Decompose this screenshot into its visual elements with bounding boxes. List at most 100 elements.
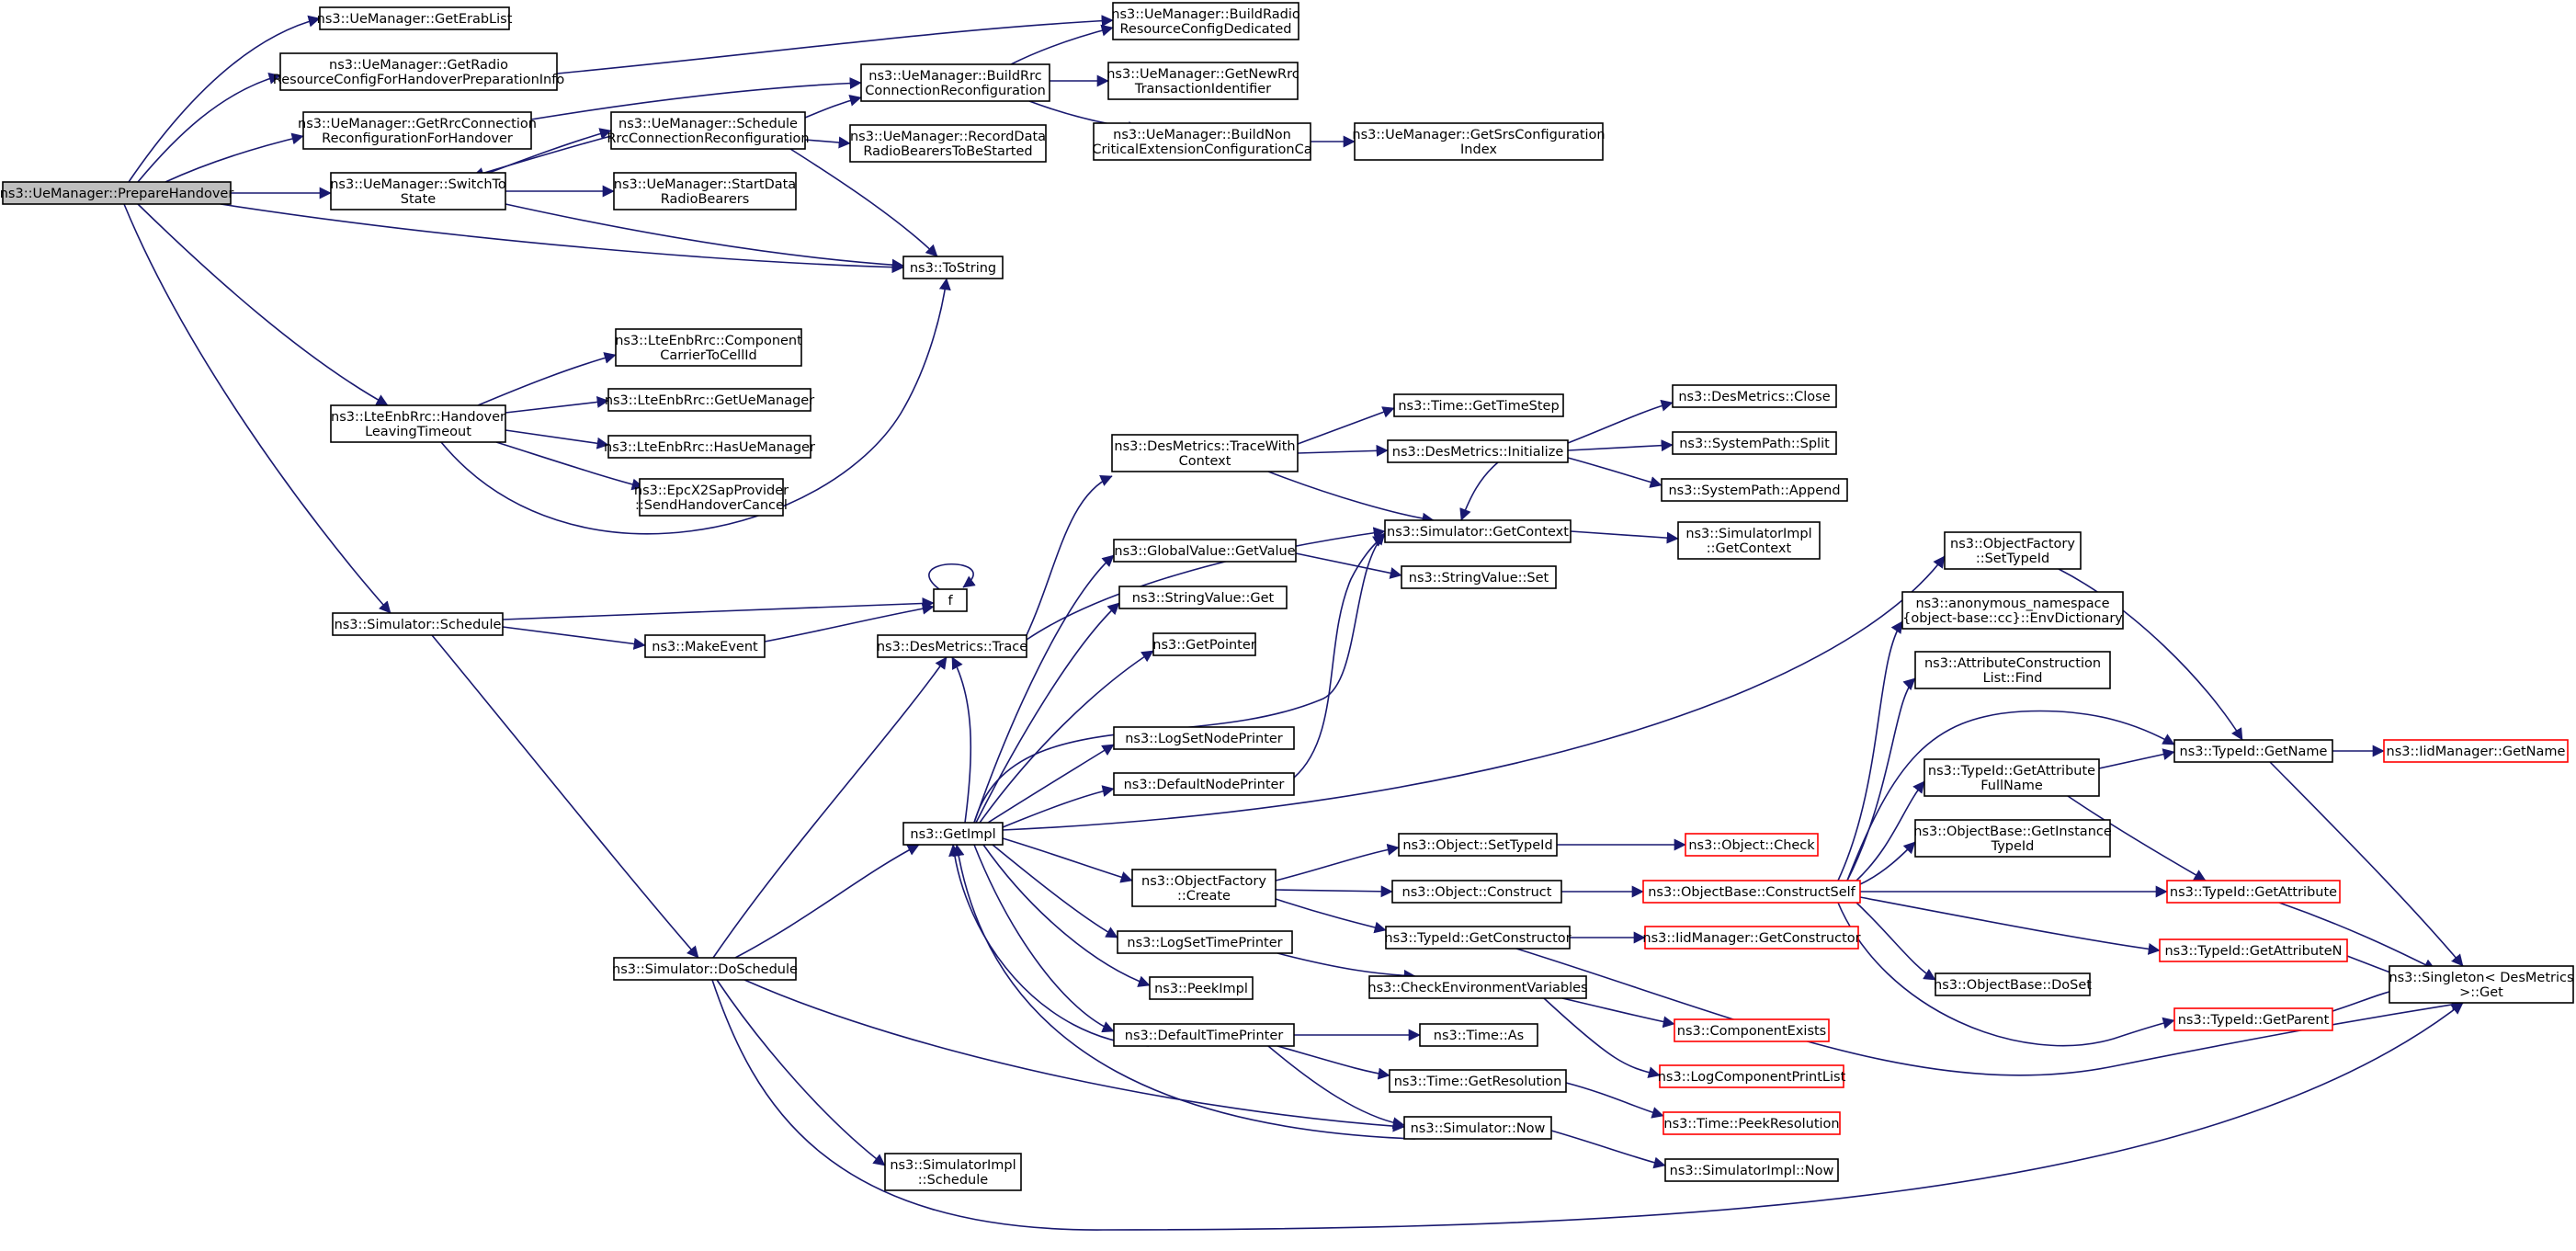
node-simulatorimpl-schedule[interactable]: ns3::SimulatorImpl::Schedule bbox=[884, 1153, 1022, 1191]
node-singleton-get[interactable]: ns3::Singleton< DesMetrics >::Get bbox=[2389, 965, 2574, 1004]
node-simulatorimpl-now[interactable]: ns3::SimulatorImpl::Now bbox=[1664, 1158, 1839, 1182]
edge-line bbox=[952, 844, 1416, 1140]
node-label-line: ns3::TypeId::GetParent bbox=[2178, 1013, 2330, 1028]
edge-line bbox=[137, 203, 389, 406]
node-object-construct[interactable]: ns3::Object::Construct bbox=[1391, 880, 1562, 904]
node-globalvalue-getvalue[interactable]: ns3::GlobalValue::GetValue bbox=[1113, 539, 1297, 563]
edge-line bbox=[505, 429, 609, 449]
node-label-line: ns3::UeManager::Schedule bbox=[618, 117, 798, 131]
node-time-get-timestep[interactable]: ns3::Time::GetTimeStep bbox=[1393, 393, 1564, 417]
node-systempath-append[interactable]: ns3::SystemPath::Append bbox=[1661, 478, 1848, 502]
node-box bbox=[1644, 926, 1859, 950]
node-desmetrics-trace[interactable]: ns3::DesMetrics::Trace bbox=[877, 634, 1027, 658]
node-simulator-now[interactable]: ns3::Simulator::Now bbox=[1403, 1116, 1552, 1140]
node-log-set-node-printer[interactable]: ns3::LogSetNodePrinter bbox=[1113, 726, 1295, 750]
node-typeid-getattributen[interactable]: ns3::TypeId::GetAttributeN bbox=[2159, 938, 2348, 962]
edge-get_impl-to-get_pointer bbox=[979, 650, 1154, 824]
node-desmetrics-close[interactable]: ns3::DesMetrics::Close bbox=[1672, 384, 1837, 408]
node-typeid-getconstructor[interactable]: ns3::TypeId::GetConstructor bbox=[1384, 926, 1572, 950]
node-get-radio-resource-config[interactable]: ns3::UeManager::GetRadioResourceConfigFo… bbox=[273, 52, 565, 91]
node-component-exists[interactable]: ns3::ComponentExists bbox=[1674, 1018, 1830, 1042]
node-box bbox=[1149, 976, 1254, 1000]
node-stringvalue-set[interactable]: ns3::StringValue::Set bbox=[1401, 565, 1557, 589]
node-send-handover-cancel[interactable]: ns3::EpcX2SapProvider::SendHandoverCance… bbox=[634, 478, 789, 517]
edge-get_impl-to-default_node_printer bbox=[1002, 785, 1115, 828]
node-objectfactory-settypeid[interactable]: ns3::ObjectFactory::SetTypeId bbox=[1944, 531, 2082, 570]
edge-line bbox=[1002, 785, 1115, 828]
edge-objectbase_constructself-to-env_dictionary bbox=[1837, 620, 1903, 881]
node-get-rrc-connection-reconf[interactable]: ns3::UeManager::GetRrcConnectionReconfig… bbox=[298, 111, 537, 150]
node-object-check[interactable]: ns3::Object::Check bbox=[1685, 833, 1819, 857]
node-box bbox=[279, 52, 558, 91]
node-get-impl[interactable]: ns3::GetImpl bbox=[902, 822, 1004, 846]
node-label-line: ns3::UeManager::PrepareHandover bbox=[0, 187, 233, 201]
node-default-time-printer[interactable]: ns3::DefaultTimePrinter bbox=[1113, 1023, 1295, 1047]
node-label-line: ResourceConfigForHandoverPreparationInfo bbox=[273, 73, 565, 87]
node-typeid-getname[interactable]: ns3::TypeId::GetName bbox=[2173, 739, 2333, 763]
node-objectbase-constructself[interactable]: ns3::ObjectBase::ConstructSelf bbox=[1642, 880, 1861, 904]
edge-prepare_handover-to-handover_leaving_timeout bbox=[137, 203, 389, 406]
node-iidmanager-getname[interactable]: ns3::IidManager::GetName bbox=[2383, 739, 2569, 763]
node-record-data-radio-bearers[interactable]: ns3::UeManager::RecordDataRadioBearersTo… bbox=[849, 124, 1047, 163]
node-get-pointer[interactable]: ns3::GetPointer bbox=[1152, 632, 1256, 656]
node-box bbox=[1685, 833, 1819, 857]
node-time-as[interactable]: ns3::Time::As bbox=[1419, 1023, 1538, 1047]
node-label-line: ns3::ComponentExists bbox=[1677, 1024, 1827, 1039]
node-objectfactory-create[interactable]: ns3::ObjectFactory::Create bbox=[1131, 869, 1277, 907]
node-object-settypeid[interactable]: ns3::Object::SetTypeId bbox=[1398, 833, 1558, 857]
node-simulator-getcontext[interactable]: ns3::Simulator::GetContext bbox=[1384, 519, 1572, 543]
node-label-line: ns3::UeManager::BuildNon bbox=[1113, 128, 1291, 142]
node-get-new-rrc-transaction[interactable]: ns3::UeManager::GetNewRrcTransactionIden… bbox=[1106, 62, 1299, 100]
node-build-rrc-reconf[interactable]: ns3::UeManager::BuildRrcConnectionReconf… bbox=[860, 63, 1050, 102]
edge-line bbox=[495, 441, 644, 491]
node-make-event[interactable]: ns3::MakeEvent bbox=[644, 634, 766, 658]
node-get-erab-list[interactable]: ns3::UeManager::GetErabList bbox=[317, 6, 513, 30]
node-prepare-handover[interactable]: ns3::UeManager::PrepareHandover bbox=[0, 181, 233, 205]
node-objectbase-doset[interactable]: ns3::ObjectBase::DoSet bbox=[1934, 972, 2092, 996]
node-systempath-split[interactable]: ns3::SystemPath::Split bbox=[1672, 431, 1837, 455]
node-simulator-doschedule[interactable]: ns3::Simulator::DoSchedule bbox=[612, 957, 798, 981]
node-log-component-print-list[interactable]: ns3::LogComponentPrintList bbox=[1658, 1064, 1846, 1088]
node-typeid-getattribute[interactable]: ns3::TypeId::GetAttribute bbox=[2166, 880, 2341, 904]
edge-make_event-to-f bbox=[764, 602, 935, 643]
node-check-env-vars[interactable]: ns3::CheckEnvironmentVariables bbox=[1367, 975, 1588, 999]
node-iidmanager-getconstructor[interactable]: ns3::IidManager::GetConstructor bbox=[1642, 926, 1861, 950]
node-build-non-critical-ext[interactable]: ns3::UeManager::BuildNonCriticalExtensio… bbox=[1092, 122, 1312, 161]
node-stringvalue-get[interactable]: ns3::StringValue::Get bbox=[1118, 586, 1288, 609]
node-env-dictionary[interactable]: ns3::anonymous_namespace{object-base::cc… bbox=[1901, 591, 2124, 630]
node-enbrrc-get-ue-manager[interactable]: ns3::LteEnbRrc::GetUeManager bbox=[605, 388, 814, 412]
node-build-radio-resource-dedicated[interactable]: ns3::UeManager::BuildRadioResourceConfig… bbox=[1111, 2, 1300, 40]
node-default-node-printer[interactable]: ns3::DefaultNodePrinter bbox=[1113, 772, 1295, 796]
edge-line bbox=[165, 132, 304, 183]
node-box bbox=[902, 822, 1004, 846]
node-time-peekresolution[interactable]: ns3::Time::PeekResolution bbox=[1662, 1111, 1841, 1135]
node-log-set-time-printer[interactable]: ns3::LogSetTimePrinter bbox=[1117, 930, 1293, 954]
node-time-getresolution[interactable]: ns3::Time::GetResolution bbox=[1389, 1069, 1567, 1093]
node-schedule-rrc-reconf[interactable]: ns3::UeManager::ScheduleRrcConnectionRec… bbox=[607, 111, 810, 150]
edge-line bbox=[440, 278, 951, 535]
node-f[interactable]: f bbox=[933, 588, 968, 612]
edge-line bbox=[488, 128, 612, 174]
node-to-string[interactable]: ns3::ToString bbox=[902, 256, 1004, 279]
node-simulator-schedule[interactable]: ns3::Simulator::Schedule bbox=[332, 612, 504, 636]
node-desmetrics-initialize[interactable]: ns3::DesMetrics::Initialize bbox=[1387, 439, 1569, 463]
node-simulatorimpl-getcontext[interactable]: ns3::SimulatorImpl::GetContext bbox=[1677, 521, 1821, 560]
edge-get_radio_resource_config-to-build_radio_resource_dedicated bbox=[556, 15, 1114, 74]
edge-line bbox=[987, 744, 1115, 824]
node-peek-impl[interactable]: ns3::PeekImpl bbox=[1149, 976, 1254, 1000]
node-enbrrc-has-ue-manager[interactable]: ns3::LteEnbRrc::HasUeManager bbox=[604, 435, 815, 459]
node-label-line: ns3::DesMetrics::Close bbox=[1678, 390, 1830, 404]
node-box bbox=[1107, 62, 1299, 100]
edge-line bbox=[1855, 780, 1925, 881]
node-label-line: ns3::UeManager::GetNewRrc bbox=[1106, 67, 1299, 82]
node-typeid-getparent[interactable]: ns3::TypeId::GetParent bbox=[2173, 1007, 2333, 1031]
